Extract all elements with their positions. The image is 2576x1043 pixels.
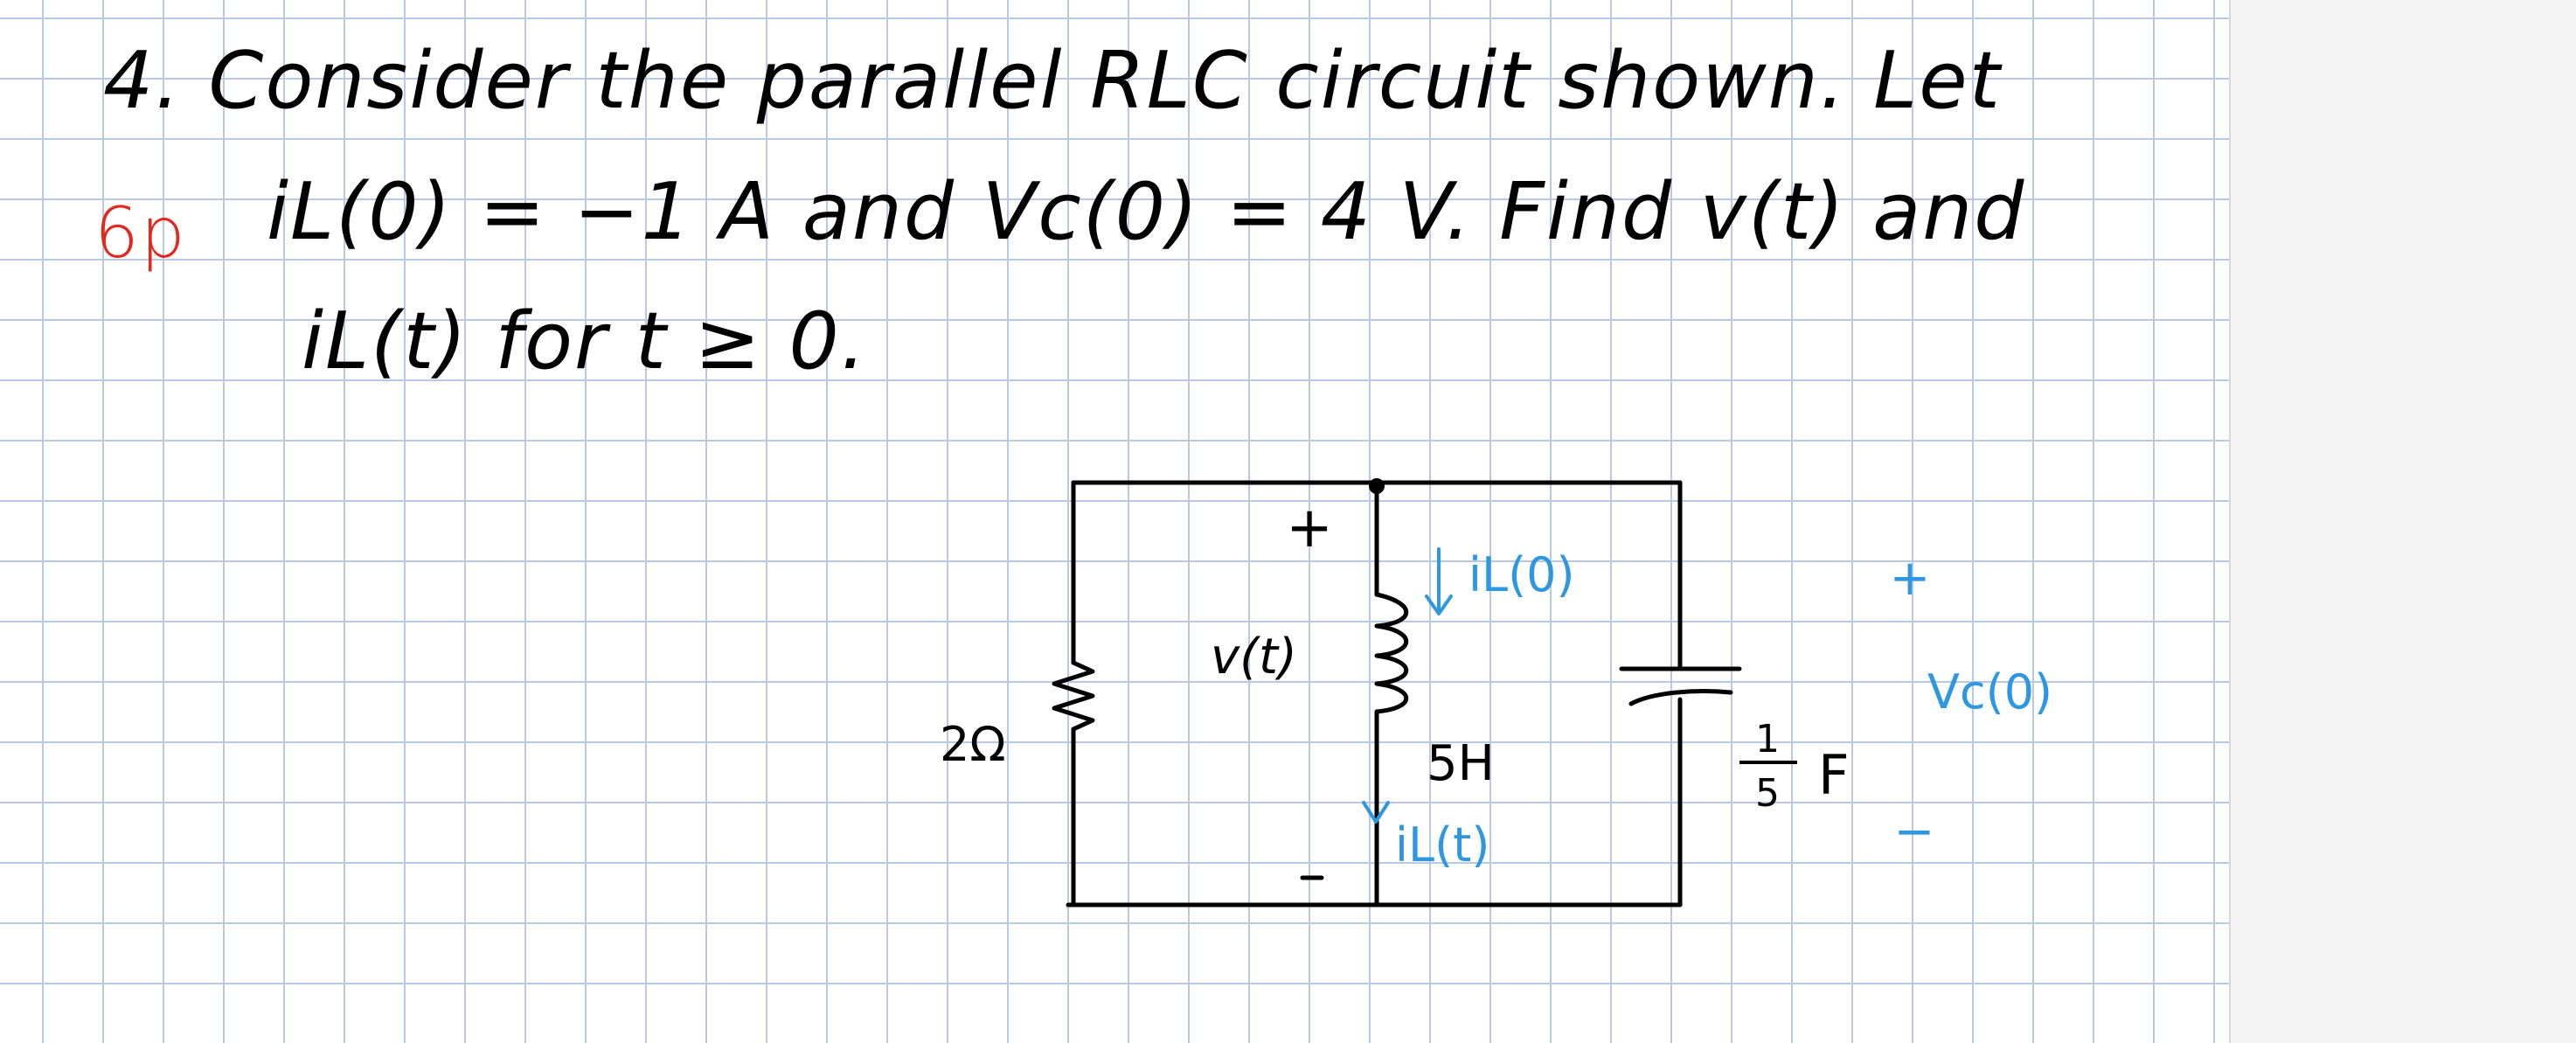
ilt-arrow <box>1362 801 1390 824</box>
vt-label: v(t) <box>1211 629 1297 685</box>
capacitor-plate-bottom <box>1628 689 1733 706</box>
inductor-coil <box>1374 592 1408 714</box>
page-margin <box>2229 0 2576 1043</box>
graph-paper-sheet <box>0 0 2229 1043</box>
il0-label: iL(0) <box>1469 547 1575 602</box>
capacitor-numerator: 1 <box>1755 717 1780 761</box>
top-node-dot <box>1369 478 1385 494</box>
vc0-minus: − <box>1894 803 1935 860</box>
vt-plus: + <box>1286 496 1333 560</box>
capacitor-denominator: 5 <box>1755 771 1780 816</box>
vc0-plus: + <box>1890 550 1931 607</box>
resistor-label: 2Ω <box>940 717 1006 772</box>
problem-line-2: iL(0) = −1 A and Vc(0) = 4 V. Find v(t) … <box>267 166 2026 258</box>
problem-line-1: 4. Consider the parallel RLC circuit sho… <box>103 35 2002 127</box>
rlc-circuit-diagram: + v(t) 2Ω 5H 1 5 F iL(0) iL(t) + Vc(0) − <box>940 478 2052 907</box>
vc0-label: Vc(0) <box>1927 664 2052 720</box>
inductor-label: 5H <box>1427 735 1495 792</box>
points-annotation: 6p <box>94 192 187 274</box>
ilt-label: iL(t) <box>1395 817 1489 873</box>
resistor-zigzag <box>1052 660 1095 732</box>
il0-arrow <box>1425 547 1453 615</box>
problem-line-3: iL(t) for t ≥ 0. <box>302 296 868 387</box>
capacitor-unit: F <box>1818 743 1850 807</box>
